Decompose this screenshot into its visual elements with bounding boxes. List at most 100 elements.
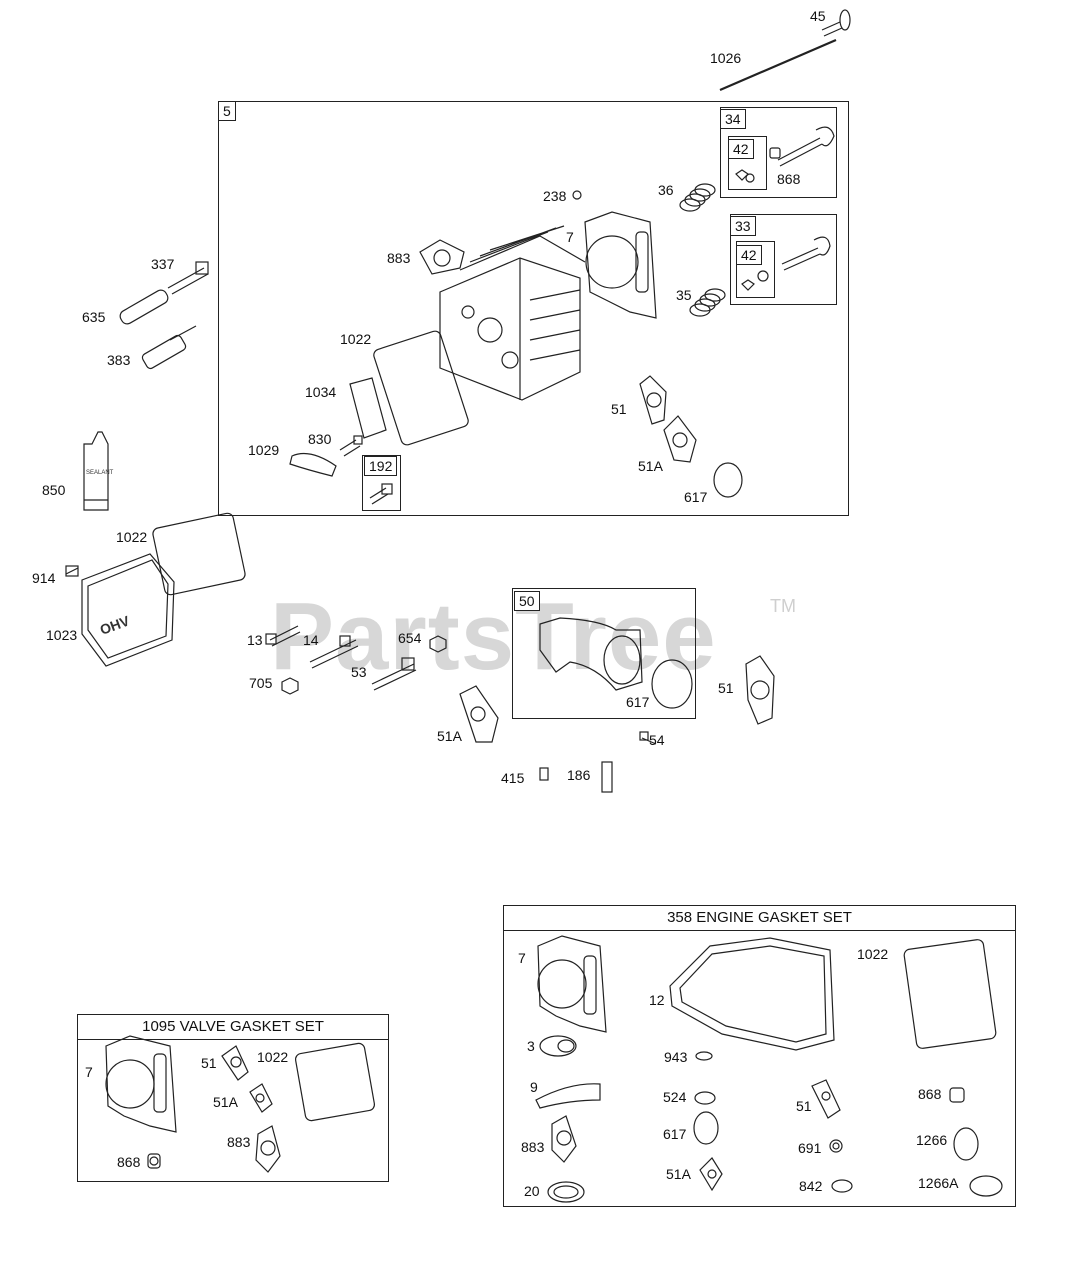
callout-705[interactable]: 705 (249, 675, 273, 691)
nut-icon[interactable] (429, 635, 447, 653)
kit-item-9[interactable]: 9 (530, 1079, 538, 1095)
gasket-icon[interactable] (745, 655, 775, 725)
gasket-icon[interactable] (255, 1125, 281, 1173)
bracket-icon[interactable] (289, 453, 337, 477)
kit-item-7[interactable]: 7 (85, 1064, 93, 1080)
stud-icon[interactable] (265, 625, 301, 647)
callout-7[interactable]: 7 (566, 229, 574, 245)
callout-238[interactable]: 238 (543, 188, 567, 204)
gasket-icon[interactable] (639, 375, 667, 425)
gasket-icon[interactable] (249, 1083, 273, 1113)
kit-item-51A[interactable]: 51A (213, 1094, 238, 1110)
callout-51[interactable]: 51 (611, 401, 627, 417)
callout-1034[interactable]: 1034 (305, 384, 337, 400)
screw-icon[interactable] (65, 565, 79, 577)
kit-item-51A[interactable]: 51A (666, 1166, 691, 1182)
kit-item-691[interactable]: 691 (798, 1140, 822, 1156)
oil-seal-icon[interactable] (547, 1181, 585, 1203)
callout-1029[interactable]: 1029 (248, 442, 280, 458)
callout-635[interactable]: 635 (82, 309, 106, 325)
head-gasket-icon[interactable] (105, 1035, 177, 1133)
callout-883[interactable]: 883 (387, 250, 411, 266)
assembly-tag-34[interactable]: 34 (720, 109, 746, 129)
pushrod-icon[interactable] (719, 38, 837, 92)
gasket-icon[interactable] (152, 512, 246, 596)
spark-plug-icon[interactable] (167, 261, 209, 295)
callout-830[interactable]: 830 (308, 431, 332, 447)
oil-seal-icon[interactable] (949, 1087, 965, 1103)
gasket-icon[interactable] (811, 1079, 841, 1119)
callout-337[interactable]: 337 (151, 256, 175, 272)
callout-1026[interactable]: 1026 (710, 50, 742, 66)
callout-850[interactable]: 850 (42, 482, 66, 498)
assembly-tag-5[interactable]: 5 (218, 101, 236, 121)
spring-icon[interactable] (689, 288, 726, 317)
callout-51A[interactable]: 51A (437, 728, 462, 744)
kit-item-51[interactable]: 51 (201, 1055, 217, 1071)
callout-914[interactable]: 914 (32, 570, 56, 586)
callout-383[interactable]: 383 (107, 352, 131, 368)
oil-seal-icon[interactable] (147, 1153, 161, 1169)
kit-item-842[interactable]: 842 (799, 1178, 823, 1194)
callout-51[interactable]: 51 (718, 680, 734, 696)
kit-item-7[interactable]: 7 (518, 950, 526, 966)
o-ring-icon[interactable] (695, 1051, 713, 1061)
gasket-icon[interactable] (221, 1045, 249, 1081)
callout-654[interactable]: 654 (398, 630, 422, 646)
callout-617[interactable]: 617 (684, 489, 708, 505)
stud-icon[interactable] (309, 635, 359, 669)
callout-13[interactable]: 13 (247, 632, 263, 648)
callout-1022[interactable]: 1022 (340, 331, 372, 347)
gasket-icon[interactable] (663, 415, 697, 463)
kit-item-12[interactable]: 12 (649, 992, 665, 1008)
valve-cover-icon[interactable]: OHV (81, 553, 175, 667)
callout-53[interactable]: 53 (351, 664, 367, 680)
oil-seal-icon[interactable] (539, 1035, 577, 1057)
kit-item-868[interactable]: 868 (918, 1086, 942, 1102)
assembly-tag-192[interactable]: 192 (364, 456, 398, 476)
o-ring-icon[interactable] (969, 1175, 1003, 1197)
valve-icon[interactable] (781, 236, 831, 271)
valve-icon[interactable] (821, 9, 851, 37)
kit-item-1022[interactable]: 1022 (257, 1049, 289, 1065)
kit-item-1022[interactable]: 1022 (857, 946, 889, 962)
breather-plate-icon[interactable] (349, 377, 387, 439)
o-ring-icon[interactable] (651, 659, 693, 709)
stud-icon[interactable] (339, 435, 363, 457)
o-ring-icon[interactable] (953, 1127, 979, 1161)
spring-icon[interactable] (679, 183, 716, 212)
valve-icon[interactable] (777, 126, 835, 167)
stud-icon[interactable] (371, 657, 417, 691)
callout-186[interactable]: 186 (567, 767, 591, 783)
gasket-icon[interactable] (535, 1083, 601, 1109)
sensor-icon[interactable] (601, 761, 613, 793)
ignition-coil-icon[interactable] (141, 325, 197, 370)
gasket-icon[interactable] (459, 685, 499, 743)
kit-item-1266A[interactable]: 1266A (918, 1175, 959, 1191)
kit-item-868[interactable]: 868 (117, 1154, 141, 1170)
gasket-icon[interactable] (551, 1115, 577, 1163)
callout-617[interactable]: 617 (626, 694, 650, 710)
sealant-tube-icon[interactable]: SEALANT (83, 431, 114, 511)
assembly-tag-50[interactable]: 50 (514, 591, 540, 611)
crankcase-gasket-icon[interactable] (669, 937, 835, 1051)
o-ring-icon[interactable] (831, 1179, 853, 1193)
o-ring-icon[interactable] (694, 1091, 716, 1105)
callout-35[interactable]: 35 (676, 287, 692, 303)
gasket-icon[interactable] (419, 239, 465, 275)
assembly-tag-42a[interactable]: 42 (728, 139, 754, 159)
callout-14[interactable]: 14 (303, 632, 319, 648)
intake-elbow-icon[interactable] (539, 617, 643, 691)
callout-36[interactable]: 36 (658, 182, 674, 198)
gasket-icon[interactable] (372, 330, 469, 447)
kit-item-617[interactable]: 617 (663, 1126, 687, 1142)
kit-item-883[interactable]: 883 (521, 1139, 545, 1155)
assembly-tag-33[interactable]: 33 (730, 216, 756, 236)
head-gasket-icon[interactable] (584, 211, 657, 319)
callout-54[interactable]: 54 (649, 732, 665, 748)
screw-icon[interactable] (369, 483, 393, 505)
kit-item-1266[interactable]: 1266 (916, 1132, 948, 1148)
callout-45[interactable]: 45 (810, 8, 826, 24)
callout-415[interactable]: 415 (501, 770, 525, 786)
kit-item-883[interactable]: 883 (227, 1134, 251, 1150)
